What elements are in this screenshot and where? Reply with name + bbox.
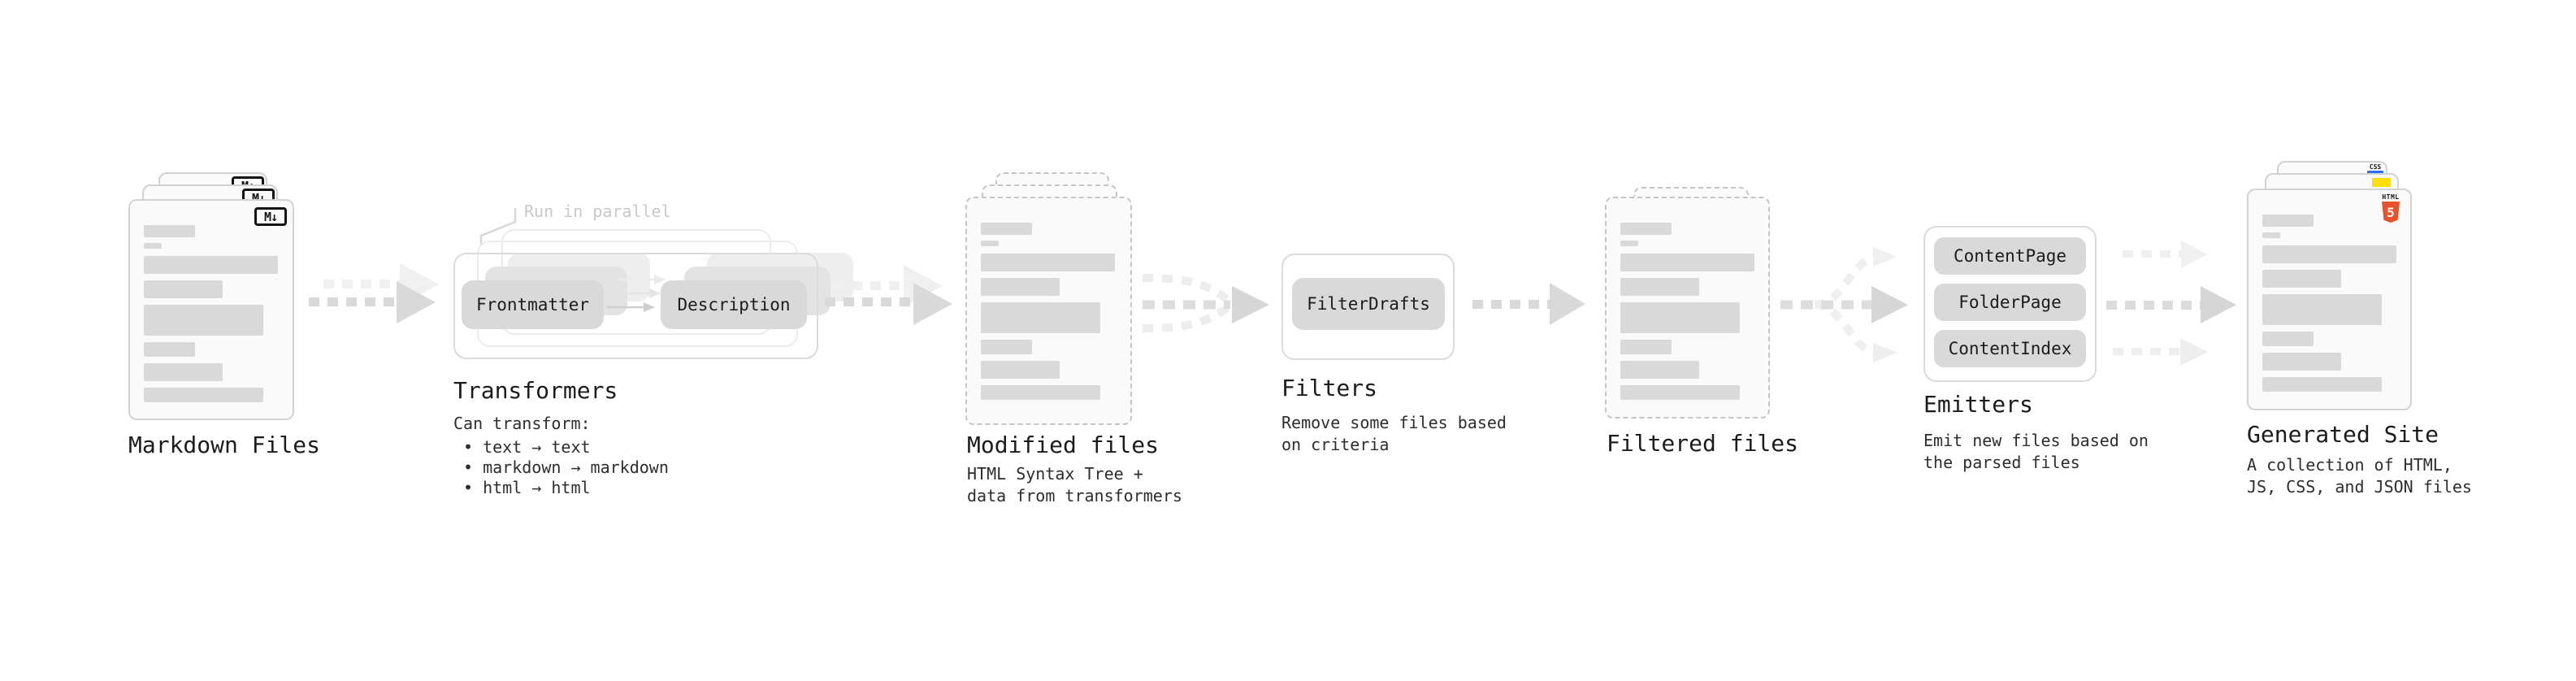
folderpage-pill: FolderPage — [1934, 284, 2086, 321]
file-card-front — [128, 199, 294, 420]
css-badge: CSS — [2367, 164, 2383, 174]
emitters-desc: Emit new files based on — [1923, 431, 2149, 450]
placeholder-line — [2262, 245, 2396, 263]
mini-arrow — [612, 288, 661, 298]
transformers-bullet: • markdown → markdown — [463, 458, 669, 477]
stage-label-generated: Generated Site — [2247, 421, 2439, 448]
placeholder-line — [144, 225, 195, 237]
html5-shield: 5 — [2382, 202, 2400, 223]
filterdrafts-pill: FilterDrafts — [1292, 278, 1445, 330]
stage-label-filtered: Filtered files — [1607, 430, 1799, 457]
modified-files-stack — [965, 172, 1136, 428]
transformers-bullet: • text → text — [463, 437, 591, 457]
css-badge-bar — [2367, 171, 2383, 174]
markdown-icon: M↓ — [254, 207, 287, 226]
filters-container — [1281, 254, 1455, 360]
stage-label-modified: Modified files — [967, 432, 1160, 458]
dashed-arrow-line — [309, 297, 397, 306]
placeholder-line — [1620, 302, 1740, 333]
run-in-parallel-callout: Run in parallel — [524, 202, 671, 221]
placeholder-line — [2262, 294, 2382, 325]
generated-desc: A collection of HTML, — [2247, 455, 2452, 475]
placeholder-line — [981, 302, 1100, 333]
dashed-arrow-line — [2113, 348, 2180, 355]
file-card-front — [2247, 189, 2412, 410]
stage-label-transformers: Transformers — [453, 377, 618, 404]
placeholder-line — [981, 340, 1032, 354]
arrow-head — [2180, 338, 2208, 366]
placeholder-line — [981, 361, 1060, 379]
placeholder-line — [144, 388, 263, 402]
stage-label-emitters: Emitters — [1923, 391, 2033, 418]
html5-badge: HTML 5 — [2382, 193, 2400, 223]
arrow-modified-to-filters — [1142, 274, 1269, 332]
modified-desc: data from transformers — [967, 486, 1182, 505]
stage-label-markdown: Markdown Files — [128, 432, 321, 458]
file-card-front — [965, 197, 1132, 425]
placeholder-line — [1620, 278, 1699, 296]
frontmatter-pill: Frontmatter — [462, 280, 604, 329]
placeholder-line — [2262, 332, 2314, 346]
dashed-arrow-line — [1472, 300, 1550, 309]
placeholder-line — [2262, 377, 2382, 392]
dashed-arrow-line — [833, 281, 904, 290]
arrow-head — [1550, 283, 1585, 325]
placeholder-line — [981, 254, 1115, 271]
transformers-desc-title: Can transform: — [453, 414, 591, 433]
dashed-arrow-line — [323, 280, 400, 288]
modified-desc: HTML Syntax Tree + — [967, 464, 1143, 484]
arrow-head — [913, 283, 952, 325]
placeholder-line — [2262, 353, 2341, 371]
callout-leader-line — [479, 208, 517, 245]
mini-arrow — [606, 302, 655, 312]
placeholder-line — [1620, 361, 1699, 379]
filters-desc: Remove some files based — [1281, 413, 1507, 432]
placeholder-line — [144, 256, 278, 274]
mini-arrow — [617, 275, 666, 284]
placeholder-line — [144, 342, 195, 357]
file-card-front — [1605, 197, 1770, 419]
generated-desc: JS, CSS, and JSON files — [2247, 477, 2472, 497]
emitters-desc: the parsed files — [1923, 453, 2080, 472]
emitters-container — [1923, 226, 2097, 382]
placeholder-line — [981, 223, 1032, 235]
placeholder-line — [981, 385, 1100, 400]
dashed-arrow-line — [2106, 301, 2201, 310]
placeholder-line — [2262, 270, 2341, 288]
placeholder-line — [1620, 385, 1740, 400]
transformer-container-front — [453, 253, 818, 359]
transformers-bullet: • html → html — [463, 478, 591, 497]
contentindex-pill: ContentIndex — [1934, 330, 2086, 367]
dashed-arrow-line — [825, 297, 913, 306]
arrow-filtered-to-emitters — [1780, 247, 1908, 362]
placeholder-line — [1620, 254, 1754, 271]
stage-label-filters: Filters — [1281, 375, 1378, 401]
contentpage-pill: ContentPage — [1934, 237, 2086, 275]
placeholder-line — [981, 241, 999, 246]
placeholder-line — [1620, 340, 1672, 354]
dashed-arrow-line — [2123, 250, 2181, 258]
placeholder-line — [144, 363, 223, 381]
arrow-head — [2201, 286, 2236, 323]
generated-site-stack: CSS HTML 5 — [2247, 161, 2418, 413]
placeholder-line — [981, 278, 1060, 296]
js-badge — [2372, 178, 2391, 187]
placeholder-line — [1620, 241, 1638, 246]
arrow-head — [397, 281, 436, 323]
css-badge-label: CSS — [2369, 163, 2382, 171]
html5-badge-caption: HTML — [2382, 193, 2400, 201]
placeholder-line — [2262, 215, 2314, 227]
description-pill: Description — [661, 280, 807, 329]
placeholder-line — [2262, 232, 2280, 238]
placeholder-line — [144, 280, 223, 298]
placeholder-line — [1620, 223, 1672, 235]
filtered-files-stack — [1605, 187, 1774, 423]
placeholder-line — [144, 305, 263, 336]
filters-desc: on criteria — [1281, 435, 1390, 454]
arrow-head — [2181, 241, 2207, 268]
markdown-files-stack: M↓ M↓ M↓ — [128, 172, 301, 424]
placeholder-line — [144, 243, 162, 249]
